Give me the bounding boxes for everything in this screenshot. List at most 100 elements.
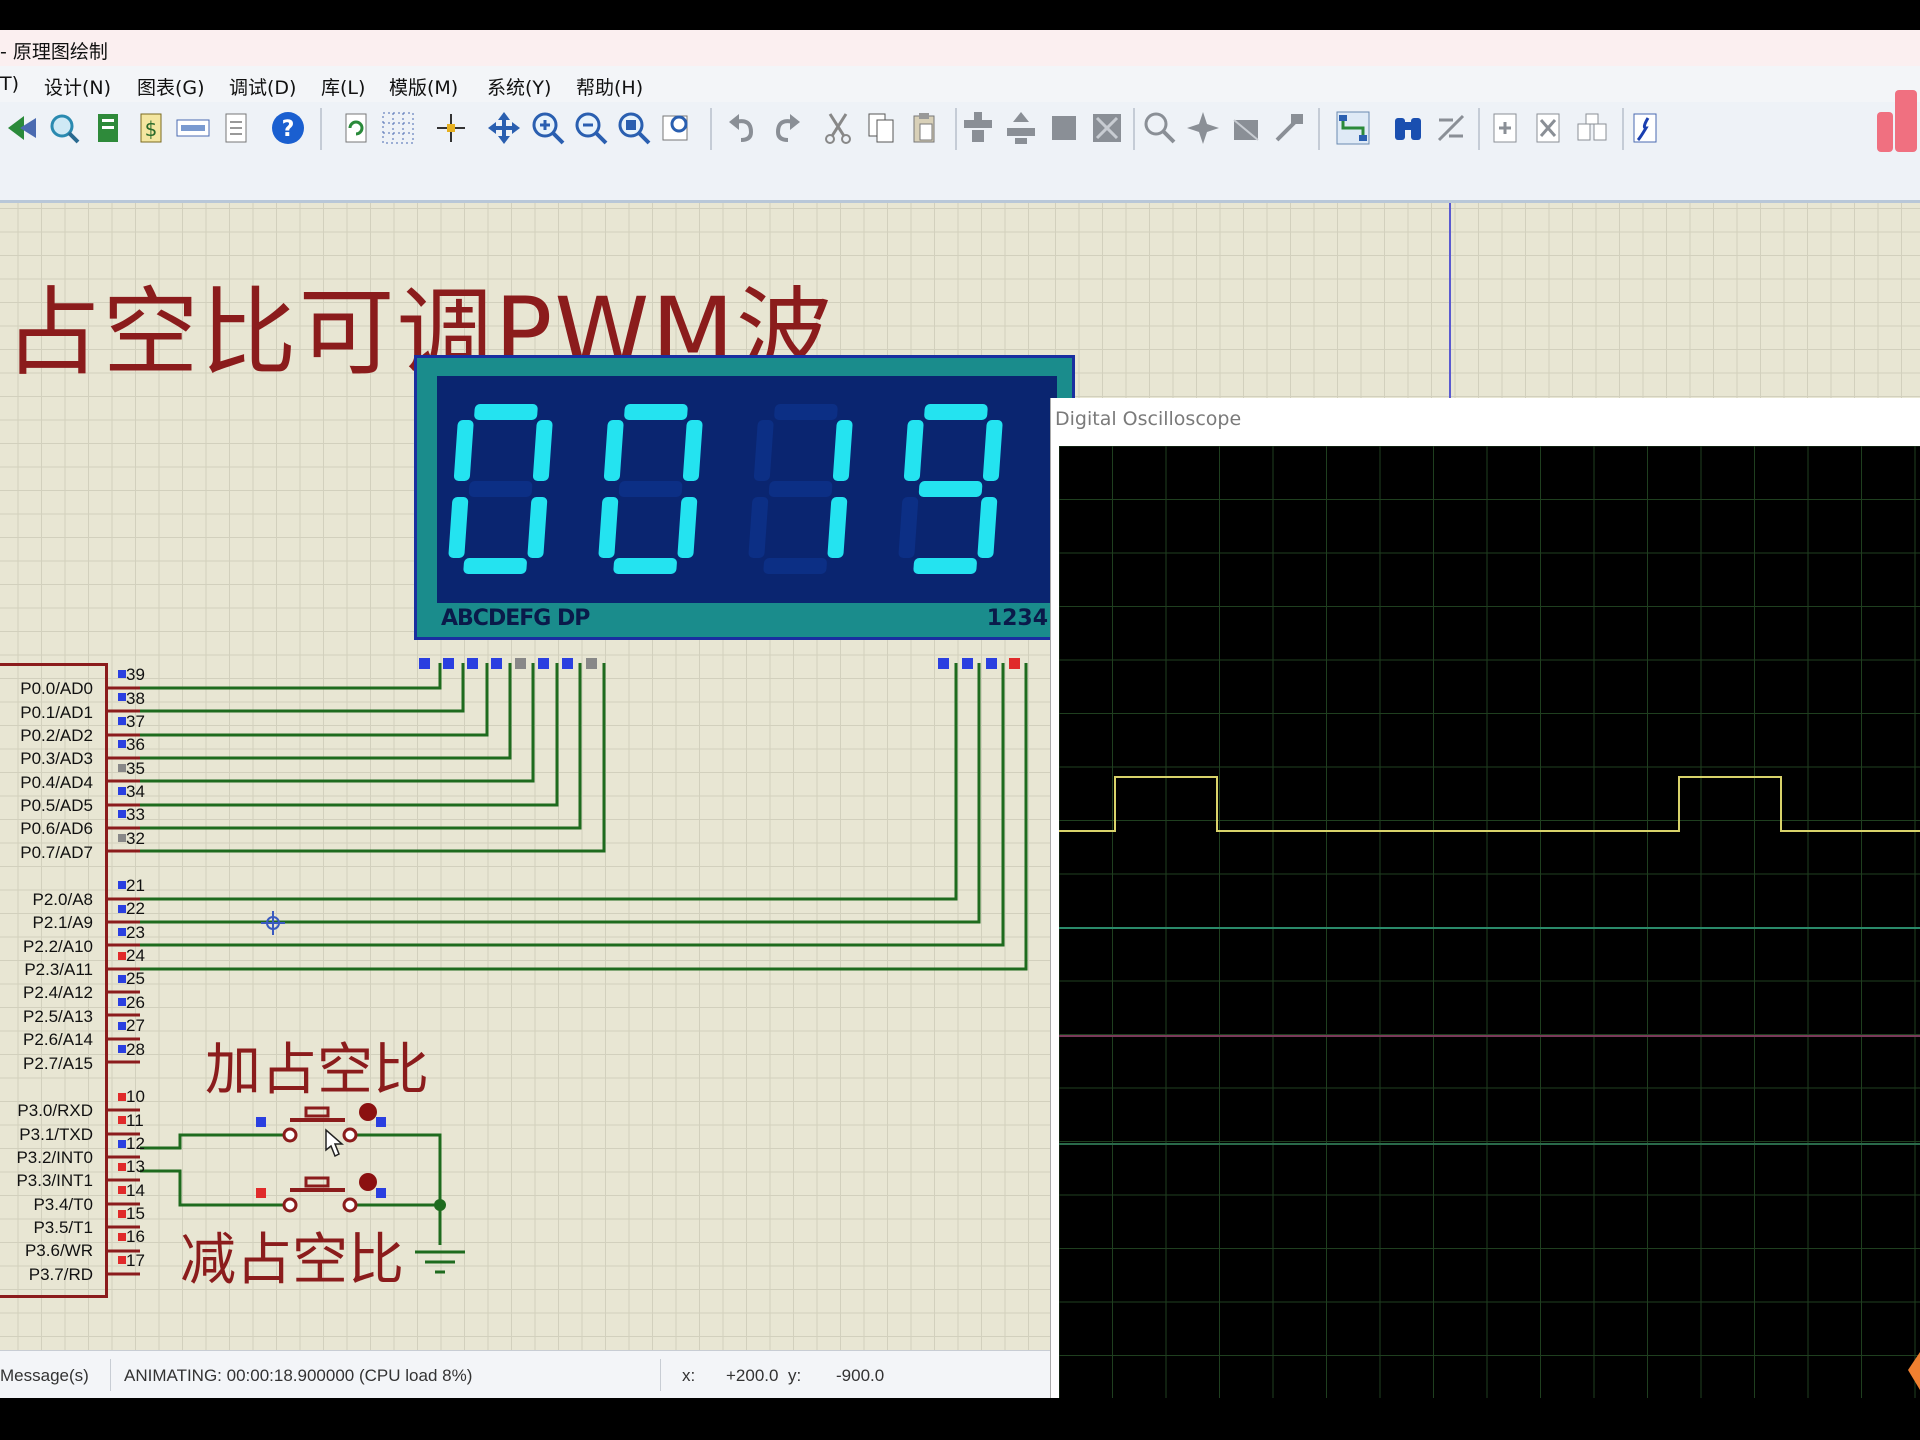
pan-icon[interactable] [486, 110, 522, 146]
property-tool-icon[interactable] [1433, 110, 1469, 146]
mcu-pin-name: P2.0/A8 [32, 890, 94, 909]
mcu-pin-name: P2.4/A12 [23, 983, 93, 1002]
new-sheet-icon[interactable] [1488, 110, 1524, 146]
lcd-segment [753, 420, 774, 481]
lcd-segment [982, 420, 1003, 481]
mcu-pin-number: 34 [126, 782, 145, 801]
mcu-pin-number: 27 [126, 1016, 145, 1035]
script-icon[interactable] [1628, 110, 1664, 146]
button-increase[interactable] [285, 1100, 360, 1145]
mcu-pin-name: P2.2/A10 [23, 937, 93, 956]
lcd-segment [453, 420, 474, 481]
lcd-segment [913, 558, 977, 574]
menu-graph[interactable]: 图表(G) [137, 77, 205, 99]
mcu-pin-number: 25 [126, 969, 145, 988]
copy-icon[interactable] [863, 110, 899, 146]
lcd-segment [682, 420, 703, 481]
lcd-segment [774, 404, 838, 420]
toolbar-separator [1622, 108, 1624, 150]
coord-y-value: -900.0 [836, 1366, 885, 1385]
mcu-pin-name: P0.1/AD1 [20, 703, 93, 722]
lcd-digit [448, 404, 553, 574]
packaging-icon[interactable] [1228, 110, 1264, 146]
mcu-pin-number: 16 [126, 1227, 145, 1246]
toolbar-separator [1318, 108, 1320, 150]
oscilloscope-title: Digital Oscilloscope [1055, 408, 1242, 430]
grid-icon[interactable] [380, 110, 416, 146]
messages-count[interactable]: Message(s) [0, 1366, 89, 1385]
schematic-canvas-right[interactable] [1050, 203, 1920, 398]
document-icon[interactable] [218, 110, 254, 146]
lcd-segment-label: ABCDEFG DP [441, 606, 590, 631]
origin-icon[interactable] [433, 110, 469, 146]
mcu-pin-name: P0.5/AD5 [20, 796, 93, 815]
bom-icon[interactable] [90, 110, 126, 146]
animation-status: ANIMATING: 00:00:18.900000 (CPU load 8%) [124, 1366, 473, 1385]
block-rotate-icon[interactable] [1046, 110, 1082, 146]
toolbar-separator [320, 108, 322, 150]
binoculars-icon[interactable] [1390, 110, 1426, 146]
menu-library[interactable]: 库(L) [321, 77, 366, 99]
mcu-pin-name: P3.4/T0 [33, 1195, 93, 1214]
menu-template[interactable]: 模版(M) [389, 77, 459, 99]
mcu-pin-name: P0.6/AD6 [20, 819, 93, 838]
mcu-pin-name: P3.3/INT1 [16, 1171, 93, 1190]
lcd-segment [618, 481, 683, 497]
sheet-border-line [1449, 203, 1451, 398]
menu-help[interactable]: 帮助(H) [576, 77, 644, 99]
block-delete-icon[interactable] [1089, 110, 1125, 146]
menu-system[interactable]: 系统(Y) [487, 77, 552, 99]
binary-icon[interactable] [175, 110, 211, 146]
redo-icon[interactable] [768, 110, 804, 146]
wire-autoroute-icon[interactable] [1335, 110, 1371, 146]
undo-icon[interactable] [725, 110, 761, 146]
zoom-out-icon[interactable] [573, 110, 609, 146]
menu-tools[interactable]: T) [0, 73, 20, 95]
mcu-pin-name: P3.1/TXD [19, 1125, 93, 1144]
lcd-screen [437, 376, 1057, 603]
help-icon[interactable]: ? [270, 110, 306, 146]
cut-icon[interactable] [820, 110, 856, 146]
seven-segment-display[interactable]: ABCDEFG DP 1234 [414, 355, 1075, 640]
mcu-pin-name: P0.4/AD4 [20, 773, 93, 792]
title-bar: - 原理图绘制 [0, 30, 1920, 66]
menu-design[interactable]: 设计(N) [44, 77, 112, 99]
menu-bar: T) 设计(N) 图表(G) 调试(D) 库(L) 模版(M) 系统(Y) 帮助… [0, 66, 1920, 102]
mcu-pin-number: 21 [126, 876, 145, 895]
lcd-segment [613, 558, 677, 574]
lcd-segment [603, 420, 624, 481]
back-icon[interactable] [4, 110, 40, 146]
mcu-pin-name: P2.6/A14 [23, 1030, 93, 1049]
oscilloscope-trace-svg [1059, 446, 1920, 1398]
button-increase-label: 加占空比 [205, 1038, 429, 1103]
mcu-pin-number: 17 [126, 1251, 145, 1270]
button-decrease[interactable] [285, 1172, 360, 1217]
dollar-icon[interactable]: $ [133, 110, 169, 146]
goto-sheet-icon[interactable] [1574, 110, 1610, 146]
oscilloscope-window[interactable]: Digital Oscilloscope [1050, 398, 1920, 1398]
mcu-pin-number: 10 [126, 1087, 145, 1106]
decompose-icon[interactable] [1271, 110, 1307, 146]
paste-icon[interactable] [906, 110, 942, 146]
pick-device-icon[interactable] [1142, 110, 1178, 146]
corner-logo-icon [1908, 1352, 1920, 1390]
mcu-pin-number: 39 [126, 665, 145, 684]
bottom-bar [0, 1398, 1920, 1440]
zoom-area-icon[interactable] [659, 110, 695, 146]
refresh-icon[interactable] [338, 110, 374, 146]
block-move-icon[interactable] [1003, 110, 1039, 146]
lcd-segment [827, 497, 848, 558]
zoom-in-icon[interactable] [530, 110, 566, 146]
zoom-all-icon[interactable] [616, 110, 652, 146]
search-icon[interactable] [46, 110, 82, 146]
remove-sheet-icon[interactable] [1531, 110, 1567, 146]
mcu-pin-name: P3.7/RD [28, 1265, 93, 1284]
lcd-digit-label: 1234 [986, 606, 1048, 631]
mcu-pin-number: 38 [126, 689, 145, 708]
lcd-segment [463, 558, 527, 574]
block-copy-icon[interactable] [960, 110, 996, 146]
menu-debug[interactable]: 调试(D) [229, 77, 297, 99]
make-device-icon[interactable] [1185, 110, 1221, 146]
mcu-pin-name: P3.5/T1 [33, 1218, 93, 1237]
